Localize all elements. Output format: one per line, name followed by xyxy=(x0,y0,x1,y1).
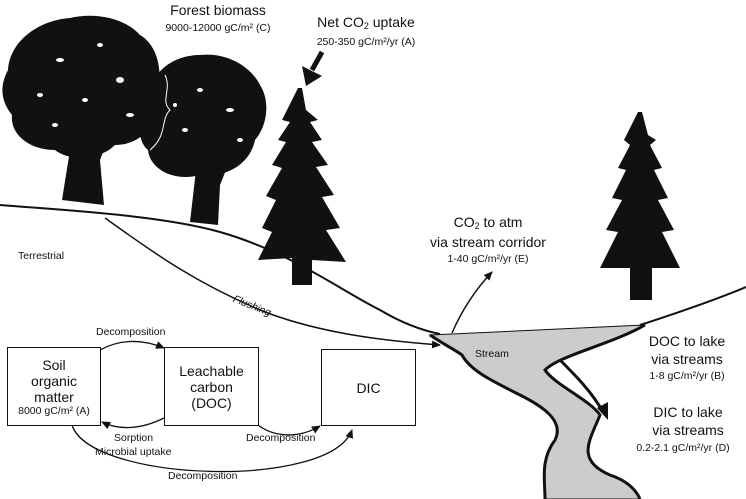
doc-to-lake-value: 1-8 gC/m²/yr (B) xyxy=(649,370,725,382)
decomposition-arrow-top xyxy=(99,340,165,351)
deciduous-tree-large-icon xyxy=(2,15,160,205)
decomposition-top-label: Decomposition xyxy=(96,326,166,338)
dic-to-lake-value: 0.2-2.1 gC/m²/yr (D) xyxy=(636,442,730,454)
net-co2-uptake-value: 250-350 gC/m²/yr (A) xyxy=(316,36,416,48)
leachable-carbon-box: Leachable carbon (DOC) xyxy=(164,347,259,426)
sorption-label: Sorption xyxy=(114,432,154,444)
conifer-tree-right-icon xyxy=(600,112,680,300)
co2-to-atm-arrow xyxy=(451,271,493,334)
soil-organic-matter-box: Soil organic matter 8000 gC/m² (A) xyxy=(7,347,101,426)
hillslope-line xyxy=(0,204,441,335)
terrestrial-label: Terrestrial xyxy=(18,250,65,262)
canopy-highlights xyxy=(37,43,243,142)
decomposition-arrow-bottom xyxy=(71,424,353,473)
leachable-box-line2: carbon xyxy=(190,378,233,395)
leachable-box-line3: (DOC) xyxy=(191,394,232,411)
dic-to-lake-line1: DIC to lake xyxy=(653,404,723,420)
forest-biomass-title: Forest biomass xyxy=(170,2,266,18)
co2-to-atm-title: CO2 to atm xyxy=(453,214,523,231)
soil-box-line2: organic xyxy=(31,372,77,389)
conifer-tree-center-icon xyxy=(258,88,346,285)
dic-to-lake-line2: via streams xyxy=(652,422,724,438)
doc-to-lake-line1: DOC to lake xyxy=(648,333,726,349)
co2-to-atm-value: 1-40 gC/m²/yr (E) xyxy=(447,253,529,265)
doc-to-lake-line2: via streams xyxy=(651,351,723,367)
deciduous-tree-medium-icon xyxy=(139,54,267,225)
right-bank-line xyxy=(639,286,746,326)
dic-box-label: DIC xyxy=(356,379,381,396)
co2-uptake-arrow xyxy=(309,50,325,72)
soil-box-line1: Soil xyxy=(42,356,66,373)
dic-box: DIC xyxy=(321,349,416,426)
leachable-box-line1: Leachable xyxy=(179,362,244,379)
stream-label: Stream xyxy=(475,348,509,360)
soil-box-line3: matter xyxy=(34,388,74,405)
soil-box-value: 8000 gC/m² (A) xyxy=(18,404,90,417)
sorption-arrow xyxy=(101,417,165,430)
decomposition-bottom-label: Decomposition xyxy=(168,470,238,482)
net-co2-uptake-title: Net CO2 uptake xyxy=(317,14,415,31)
decomposition-mid-label: Decomposition xyxy=(246,432,316,444)
stream-shape xyxy=(428,324,646,499)
decomposition-arrow-mid xyxy=(257,424,321,436)
co2-to-atm-line2: via stream corridor xyxy=(430,234,546,250)
forest-biomass-value: 9000-12000 gC/m² (C) xyxy=(165,22,271,34)
flushing-arrow xyxy=(104,217,441,349)
microbial-uptake-label: Microbial uptake xyxy=(95,446,172,458)
